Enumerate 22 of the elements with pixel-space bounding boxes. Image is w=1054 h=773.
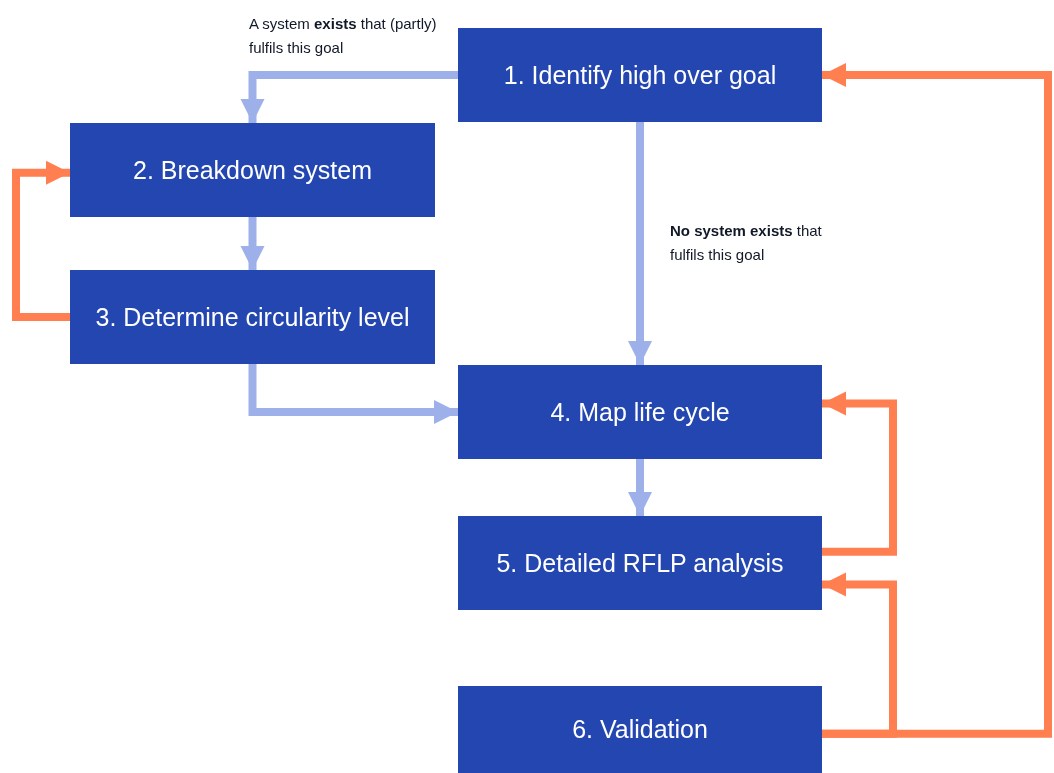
arrow (822, 391, 897, 556)
process-box (458, 516, 822, 610)
box-label: 5. Detailed RFLP analysis (496, 547, 784, 579)
process-box (458, 28, 822, 122)
process-box (458, 686, 822, 773)
arrow (240, 71, 458, 123)
edge-label: A system exists that (partly) fulfils this goal (249, 14, 438, 58)
arrow (628, 459, 652, 516)
arrow (628, 122, 652, 365)
process-box (70, 270, 435, 364)
box-label: 6. Validation (572, 714, 708, 745)
box-label: 4. Map life cycle (550, 396, 730, 428)
box-label: 1. Identify high over goal (503, 59, 777, 91)
arrow (822, 63, 1052, 738)
box-label: 2. Breakdown system (133, 154, 372, 186)
arrow (248, 364, 458, 424)
process-box (70, 123, 435, 217)
edge-label: No system exists that fulfils this goal (670, 221, 823, 265)
process-box (458, 365, 822, 459)
arrow (12, 160, 70, 321)
box-label: 3. Determine circularity level (95, 301, 410, 333)
arrow (240, 217, 265, 270)
